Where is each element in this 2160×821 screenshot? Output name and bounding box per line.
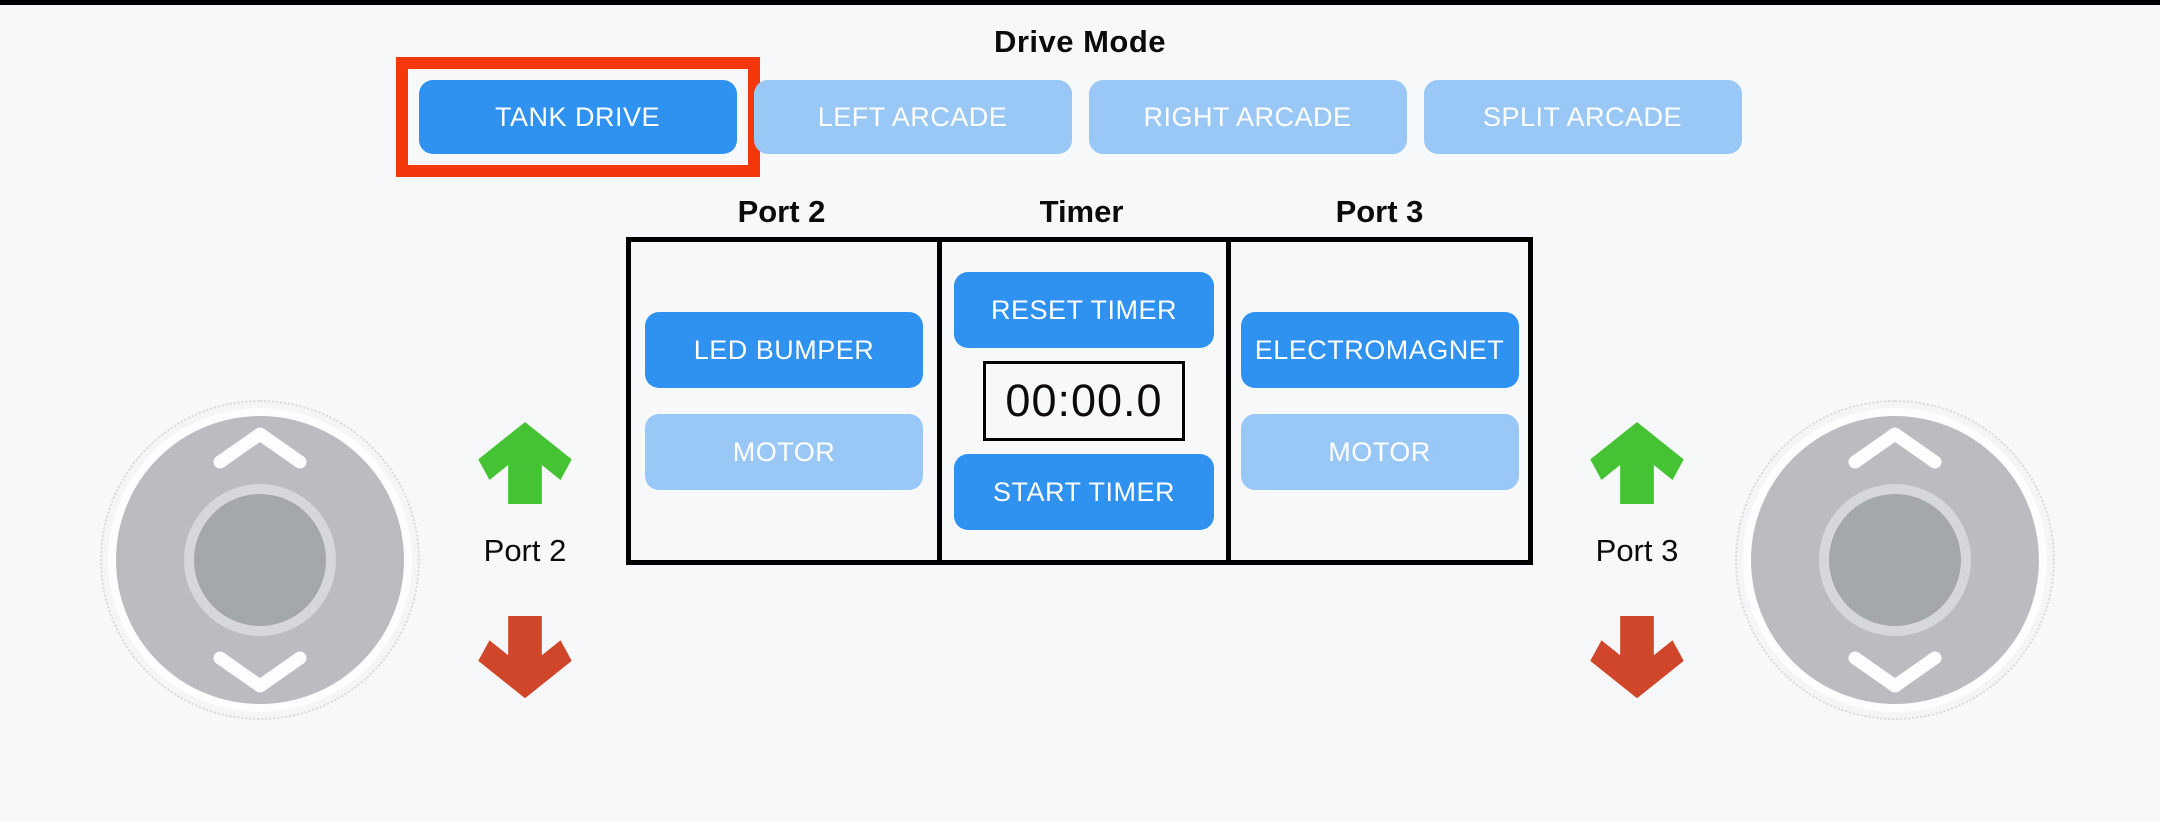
tank-drive-button[interactable]: TANK DRIVE bbox=[418, 80, 737, 154]
chevron-up-icon bbox=[1848, 427, 1942, 469]
port2-header: Port 2 bbox=[737, 194, 826, 229]
right-joystick-knob[interactable] bbox=[1829, 494, 1961, 626]
left-joystick-knob[interactable] bbox=[194, 494, 326, 626]
green-up-arrow-icon bbox=[478, 422, 572, 505]
port2-motor-button[interactable]: MOTOR bbox=[645, 414, 923, 490]
chevron-down-icon bbox=[1848, 651, 1942, 693]
chevron-down-icon bbox=[213, 651, 307, 693]
right-port-label: Port 3 bbox=[1595, 533, 1679, 568]
top-black-bar bbox=[0, 0, 2160, 5]
panel-column-headers: Port 2 Timer Port 3 bbox=[626, 192, 1533, 232]
port3-cell: ELECTROMAGNET MOTOR bbox=[1231, 242, 1528, 560]
led-bumper-button[interactable]: LED BUMPER bbox=[645, 312, 923, 388]
timer-cell: RESET TIMER 00:00.0 START TIMER bbox=[937, 242, 1231, 560]
timer-readout: 00:00.0 bbox=[983, 361, 1185, 441]
selection-highlight-box: TANK DRIVE bbox=[395, 57, 760, 177]
drive-mode-button-row: TANK DRIVE LEFT ARCADE RIGHT ARCADE SPLI… bbox=[0, 57, 2160, 177]
timer-header: Timer bbox=[1039, 194, 1124, 229]
electromagnet-button[interactable]: ELECTROMAGNET bbox=[1240, 312, 1519, 388]
port3-motor-button[interactable]: MOTOR bbox=[1240, 414, 1519, 490]
green-up-arrow-icon bbox=[1590, 422, 1684, 505]
reset-timer-button[interactable]: RESET TIMER bbox=[954, 272, 1214, 348]
page-title: Drive Mode bbox=[993, 24, 1167, 59]
port2-cell: LED BUMPER MOTOR bbox=[631, 242, 937, 560]
right-arcade-button[interactable]: RIGHT ARCADE bbox=[1088, 80, 1407, 154]
red-down-arrow-icon bbox=[1590, 615, 1684, 699]
left-arcade-button[interactable]: LEFT ARCADE bbox=[753, 80, 1072, 154]
left-port-label: Port 2 bbox=[483, 533, 567, 568]
right-joystick[interactable] bbox=[1735, 400, 2055, 720]
chevron-up-icon bbox=[213, 427, 307, 469]
right-direction-indicator: Port 3 bbox=[1577, 422, 1697, 699]
port3-header: Port 3 bbox=[1335, 194, 1424, 229]
left-direction-indicator: Port 2 bbox=[465, 422, 585, 699]
left-joystick[interactable] bbox=[100, 400, 420, 720]
red-down-arrow-icon bbox=[478, 615, 572, 699]
split-arcade-button[interactable]: SPLIT ARCADE bbox=[1423, 80, 1742, 154]
start-timer-button[interactable]: START TIMER bbox=[954, 454, 1214, 530]
control-panel-table: LED BUMPER MOTOR RESET TIMER 00:00.0 STA… bbox=[626, 237, 1533, 565]
